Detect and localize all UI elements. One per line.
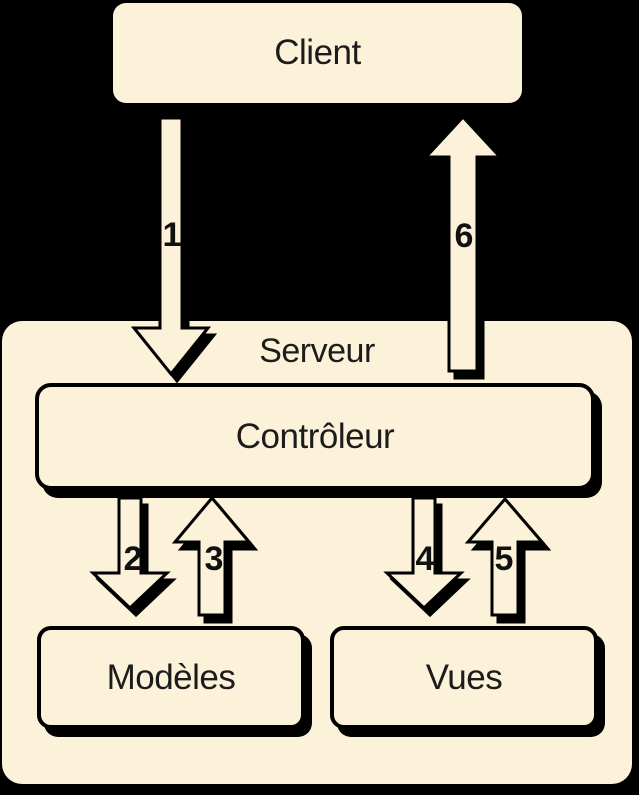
- controleur-node: Contrôleur: [35, 383, 595, 490]
- arrow-1-label: 1: [163, 216, 182, 254]
- vues-node: Vues: [330, 626, 598, 729]
- modeles-label: Modèles: [106, 657, 236, 697]
- controleur-label: Contrôleur: [235, 416, 395, 456]
- arrow-6-label: 6: [455, 217, 474, 255]
- client-label: Client: [274, 33, 361, 72]
- client-node: Client: [113, 3, 522, 103]
- vues-label: Vues: [425, 657, 503, 697]
- serveur-label: Serveur: [259, 332, 375, 370]
- modeles-node: Modèles: [37, 626, 305, 729]
